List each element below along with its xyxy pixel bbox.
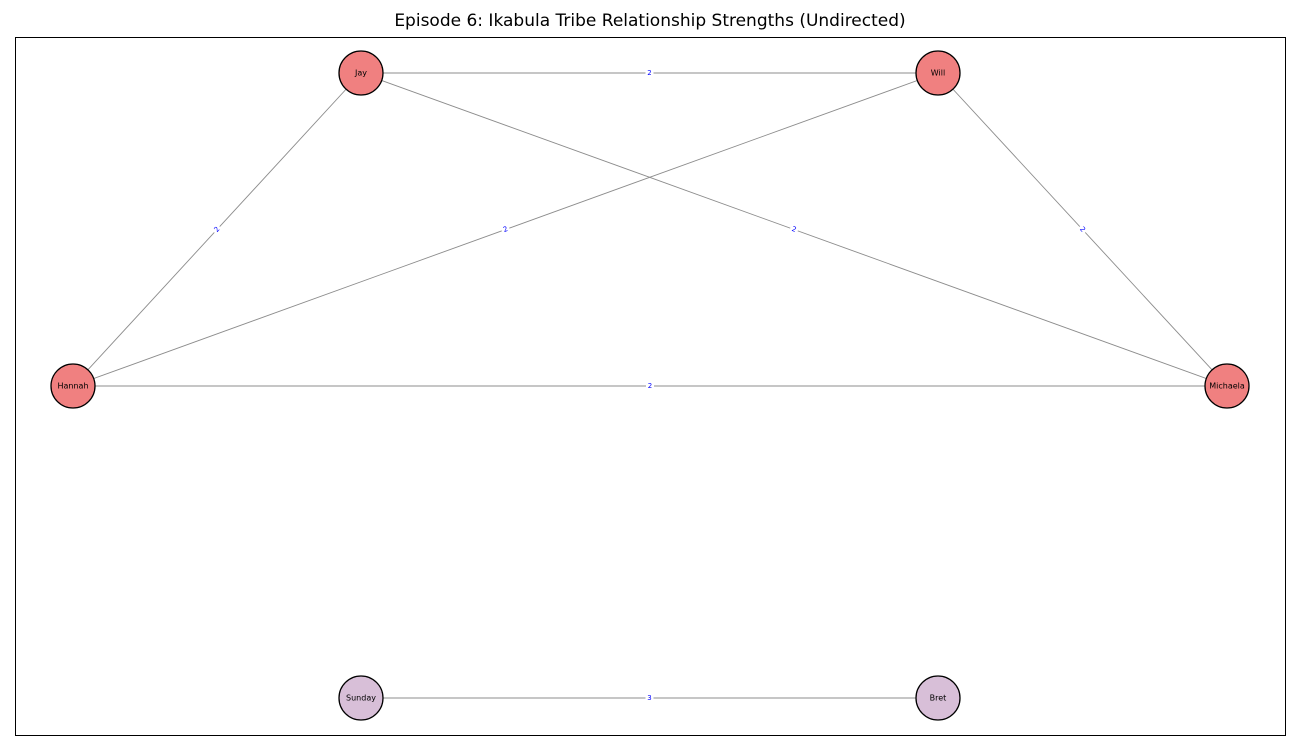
edge-label-background	[645, 69, 654, 77]
edge-label-jay-hannah: 2	[213, 225, 222, 234]
edge-labels-layer: 2 2 2 2 2 2 3	[211, 69, 1089, 702]
node-bret: Bret	[915, 675, 961, 721]
node-circle-sunday	[338, 675, 384, 721]
edge-label-jay-will: 2	[647, 69, 651, 77]
node-circle-michaela	[1204, 363, 1250, 409]
node-label-bret: Bret	[930, 694, 947, 703]
node-circle-bret	[915, 675, 961, 721]
node-circle-hannah	[50, 363, 96, 409]
node-circle-will	[915, 50, 961, 96]
edge-label-background	[500, 224, 511, 235]
edge-label-background	[1076, 223, 1089, 236]
node-label-will: Will	[931, 69, 945, 78]
edge-label-will-michaela: 2	[1078, 225, 1087, 234]
edge-label-hannah-michaela: 2	[648, 382, 652, 390]
edge-label-background	[788, 224, 800, 235]
node-sunday: Sunday	[338, 675, 384, 721]
node-will: Will	[915, 50, 961, 96]
node-label-jay: Jay	[354, 69, 367, 78]
chart-title: Episode 6: Ikabula Tribe Relationship St…	[394, 11, 906, 31]
edge-label-will-hannah: 2	[502, 225, 509, 234]
node-hannah: Hannah	[50, 363, 96, 409]
plot-frame	[15, 37, 1286, 736]
edge-label-sunday-bret: 3	[647, 694, 651, 702]
edge-label-jay-michaela: 2	[791, 225, 798, 234]
node-label-hannah: Hannah	[57, 382, 88, 391]
node-michaela: Michaela	[1204, 363, 1250, 409]
node-jay: Jay	[338, 50, 384, 96]
edge-label-background	[211, 223, 223, 236]
edge-label-background	[645, 694, 654, 702]
node-circle-jay	[338, 50, 384, 96]
node-label-michaela: Michaela	[1209, 382, 1245, 391]
edge-label-background	[646, 382, 654, 390]
node-label-sunday: Sunday	[346, 694, 376, 703]
